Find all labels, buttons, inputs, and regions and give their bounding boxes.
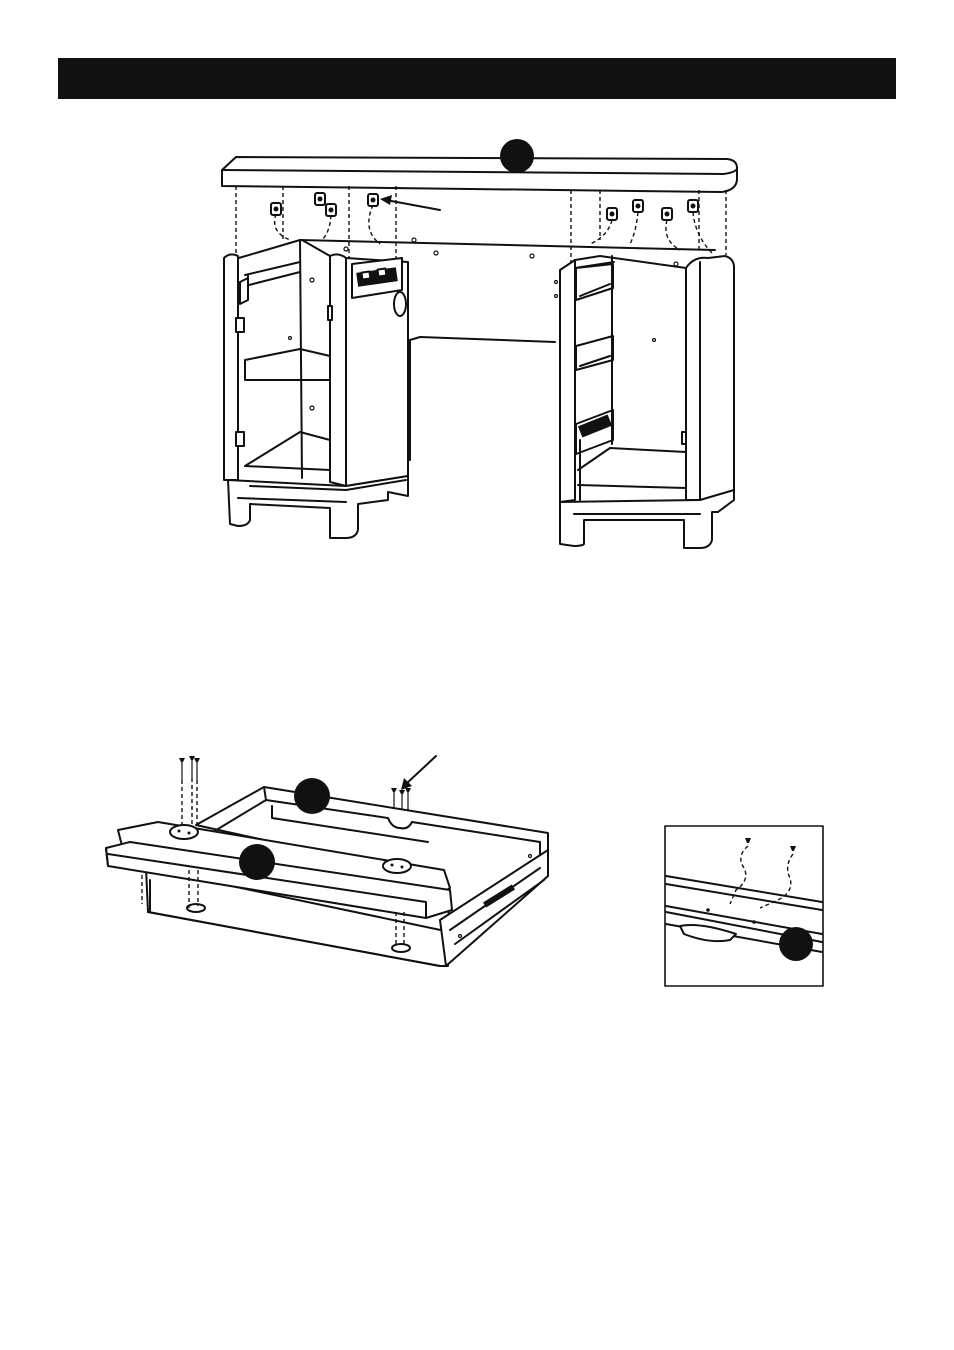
desktop-attachment-figure bbox=[0, 0, 954, 600]
inset-screw-left bbox=[730, 838, 751, 904]
screw-group-left bbox=[179, 756, 200, 830]
drawer-box bbox=[142, 787, 548, 966]
drawer-front-panel bbox=[106, 822, 452, 918]
callout-marker-desktop bbox=[500, 139, 534, 173]
pointer-arrow-drawer-icon bbox=[401, 756, 436, 790]
mounting-brackets bbox=[170, 825, 411, 952]
cam-lock-fittings bbox=[271, 193, 698, 220]
alignment-guides bbox=[236, 186, 726, 265]
screw-group-right bbox=[391, 788, 411, 862]
inset-screw-right bbox=[760, 846, 796, 908]
callout-marker-drawer-back bbox=[294, 778, 330, 814]
pointer-arrow-icon bbox=[380, 195, 440, 210]
callout-marker-drawer-front bbox=[239, 844, 275, 880]
right-pedestal bbox=[555, 256, 735, 548]
desk-top-panel bbox=[222, 157, 737, 192]
left-pedestal bbox=[224, 240, 408, 538]
drawer-detail-inset bbox=[665, 826, 823, 986]
